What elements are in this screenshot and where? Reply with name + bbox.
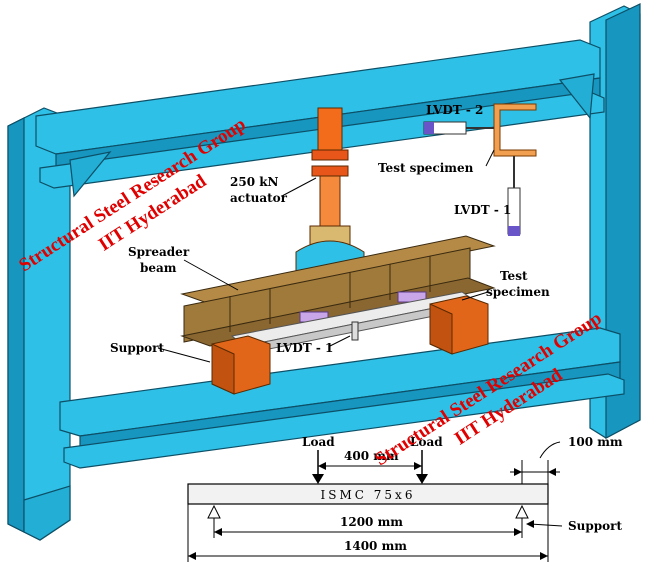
support-left-symbol bbox=[207, 504, 221, 519]
lvdt-1-mid-probe bbox=[351, 321, 359, 341]
leader-spreader bbox=[183, 259, 239, 291]
section-designation: ISMC 75x6 bbox=[321, 488, 416, 502]
label-lvdt-1-top: LVDT - 1 bbox=[454, 203, 511, 217]
spreader-top-flange bbox=[180, 235, 496, 305]
beam-schematic: ISMC 75x6 Load Load 400 mm 1200 mm 1400 … bbox=[187, 435, 623, 562]
support-label-arrow bbox=[526, 520, 534, 528]
bottom-beam-bottom-flange bbox=[63, 373, 625, 469]
label-test-specimen-mid-line-1: Test bbox=[500, 269, 528, 283]
leader-test-specimen-mid bbox=[461, 291, 489, 301]
dim-span-arrow-r bbox=[514, 528, 522, 536]
leader-lines bbox=[157, 149, 495, 363]
left-column-flange bbox=[7, 117, 25, 533]
dim-overhang-leader bbox=[539, 441, 561, 459]
dim-span-arrow-l bbox=[214, 528, 222, 536]
label-test-specimen-mid-line-2: specimen bbox=[486, 285, 550, 299]
load-left-label: Load bbox=[302, 435, 335, 449]
schematic-support-label: Support bbox=[568, 519, 622, 533]
leader-support bbox=[157, 347, 211, 363]
load-left-arrow-head bbox=[312, 474, 324, 484]
lvdt-2-tip bbox=[424, 122, 434, 134]
dim-load-spacing: 400 mm bbox=[344, 449, 399, 463]
support-right-symbol bbox=[515, 504, 529, 519]
dim-overhang: 100 mm bbox=[568, 435, 623, 449]
dim-overhang-arrow-l bbox=[514, 468, 522, 476]
leader-actuator bbox=[281, 177, 317, 197]
supports bbox=[211, 295, 489, 395]
section-inset bbox=[423, 103, 537, 236]
dim-total-arrow-l bbox=[188, 552, 196, 560]
load-right-label: Load bbox=[410, 435, 443, 449]
label-actuator-line-2: actuator bbox=[230, 191, 288, 205]
lvdt-1-tip bbox=[508, 226, 520, 236]
support-label-leader bbox=[529, 523, 563, 527]
leader-test-specimen-top bbox=[485, 149, 495, 167]
right-column-flange bbox=[605, 3, 641, 439]
dim-total: 1400 mm bbox=[344, 539, 407, 553]
label-lvdt-1-mid: LVDT - 1 bbox=[276, 341, 333, 355]
support-left-face bbox=[211, 343, 235, 395]
actuator-upper-rod bbox=[317, 107, 343, 153]
label-spreader-line-2: beam bbox=[140, 261, 177, 275]
actuator-collar-2 bbox=[311, 165, 349, 177]
load-right-arrow-head bbox=[416, 474, 428, 484]
left-bracket bbox=[69, 151, 112, 198]
leader-lvdt1-mid bbox=[329, 335, 351, 347]
schematic-beam bbox=[187, 483, 549, 505]
label-support-3d: Support bbox=[110, 341, 164, 355]
left-column-base bbox=[23, 485, 71, 541]
dim-overhang-arrow-r bbox=[548, 468, 556, 476]
label-actuator-line-1: 250 kN bbox=[230, 175, 279, 189]
support-right-face bbox=[429, 303, 453, 355]
dim-span: 1200 mm bbox=[340, 515, 403, 529]
dim-load-spacing-arrow-l bbox=[318, 462, 326, 470]
label-lvdt-2: LVDT - 2 bbox=[426, 103, 483, 117]
label-spreader-line-1: Spreader bbox=[128, 245, 190, 259]
actuator-collar-1 bbox=[311, 149, 349, 161]
actuator-lower-rod bbox=[319, 175, 341, 229]
right-bracket bbox=[558, 73, 595, 120]
channel-section bbox=[493, 103, 537, 157]
dim-load-spacing-arrow-r bbox=[414, 462, 422, 470]
spreader-beam bbox=[180, 235, 496, 347]
dim-total-arrow-r bbox=[540, 552, 548, 560]
label-test-specimen-top: Test specimen bbox=[378, 161, 474, 175]
